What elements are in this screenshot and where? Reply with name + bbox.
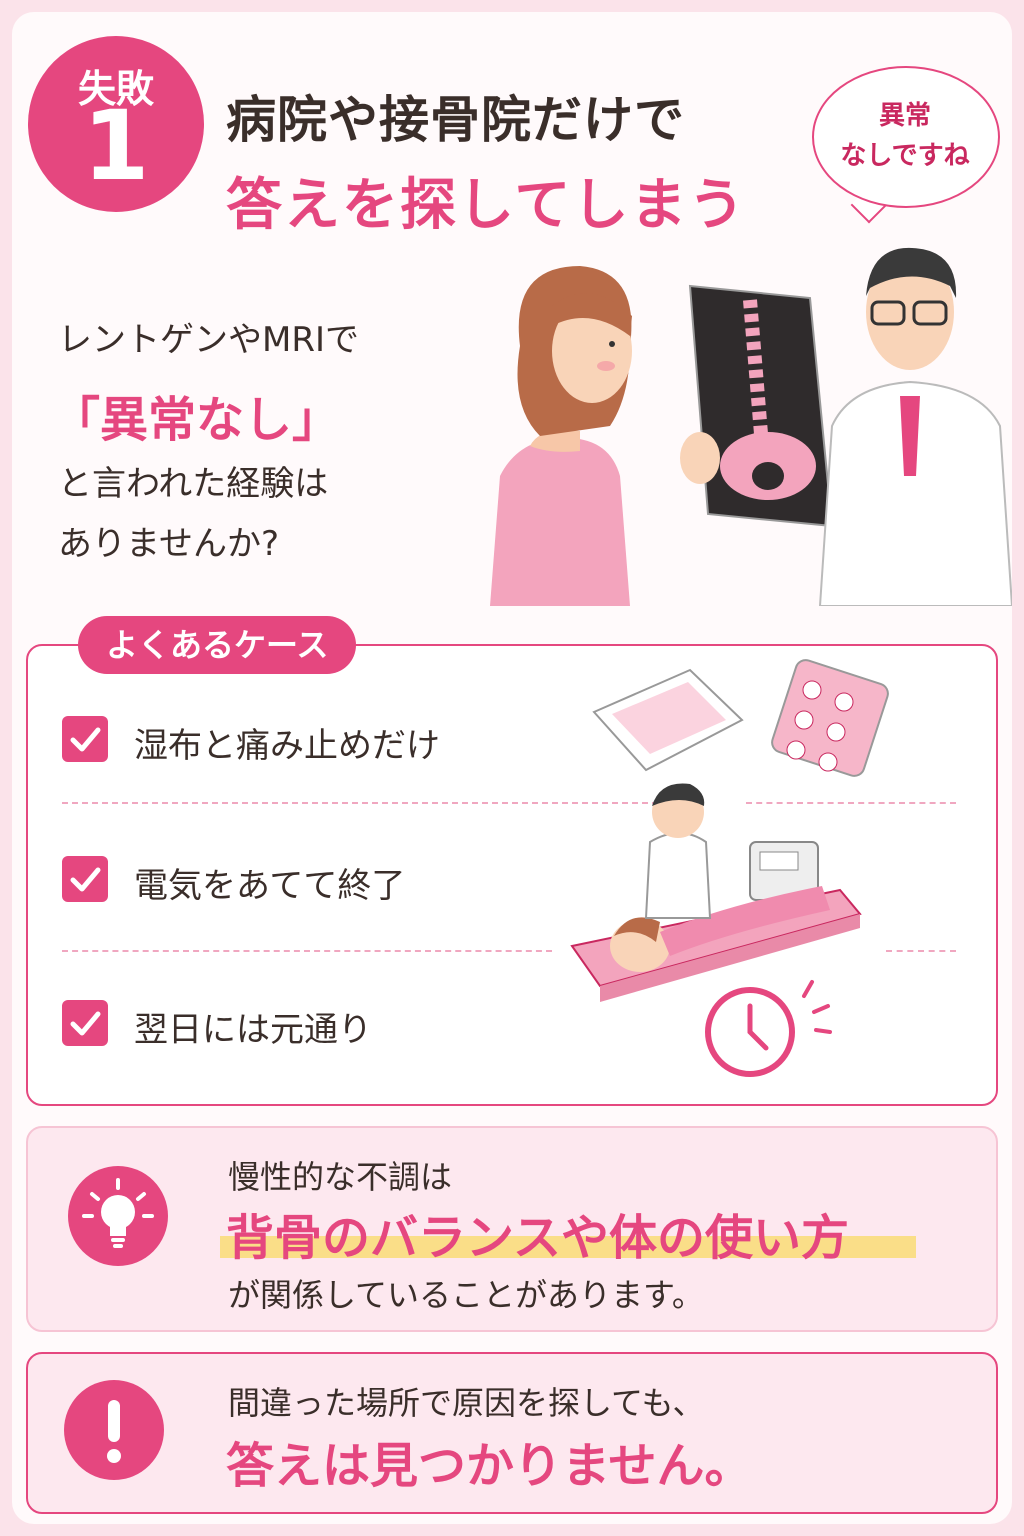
divider-2 bbox=[62, 950, 552, 952]
case-item-3: 翌日には元通り bbox=[134, 1010, 372, 1050]
intro-line3: と言われた経験は bbox=[58, 464, 329, 504]
divider-2b bbox=[886, 950, 956, 952]
pill-pack-icon bbox=[771, 659, 889, 777]
compress-patch-icon bbox=[592, 668, 744, 772]
info-line2: 背骨のバランスや体の使い方 bbox=[226, 1210, 850, 1266]
divider-1b bbox=[746, 802, 956, 804]
common-cases-label: よくあるケース bbox=[78, 616, 357, 674]
checkbox-icon bbox=[62, 1000, 108, 1046]
case-item-1: 湿布と痛み止めだけ bbox=[134, 726, 440, 766]
info-line3: が関係していることがあります。 bbox=[228, 1276, 704, 1314]
xray-film bbox=[688, 284, 834, 528]
speech-bubble bbox=[812, 66, 1000, 208]
badge-number: 1 bbox=[82, 90, 150, 202]
failure-badge: 失敗 1 bbox=[28, 36, 204, 212]
checkbox-icon bbox=[62, 856, 108, 902]
exclamation-icon bbox=[64, 1380, 164, 1480]
patient-figure bbox=[490, 266, 632, 606]
title-line2: 答えを探してしまう bbox=[226, 173, 747, 238]
intro-line1: レントゲンやMRIで bbox=[58, 320, 359, 360]
therapy-bed-scene bbox=[570, 783, 862, 1002]
intro-line2: 「異常なし」 bbox=[52, 392, 341, 448]
clock-icon bbox=[705, 980, 832, 1077]
treatment-illustration bbox=[570, 659, 889, 1077]
badge-word: 失敗 bbox=[77, 67, 154, 111]
lightbulb-icon bbox=[68, 1166, 168, 1266]
warning-line2: 答えは見つかりません。 bbox=[226, 1438, 753, 1494]
intro-line4: ありませんか? bbox=[58, 524, 280, 564]
doctor-xray-illustration bbox=[490, 247, 1012, 606]
speech-bubble-line1: 異常 bbox=[878, 101, 931, 131]
warning-box bbox=[26, 1352, 998, 1514]
info-box bbox=[26, 1126, 998, 1332]
case-item-2: 電気をあてて終了 bbox=[134, 866, 406, 906]
doctor-figure bbox=[680, 247, 1012, 606]
warning-line1: 間違った場所で原因を探しても、 bbox=[228, 1384, 705, 1422]
speech-bubble-line2: なしですね bbox=[840, 141, 970, 171]
title-line1: 病院や接骨院だけで bbox=[226, 91, 685, 149]
info-line1: 慢性的な不調は bbox=[228, 1158, 453, 1196]
divider-1 bbox=[62, 802, 658, 804]
checkbox-icon bbox=[62, 716, 108, 762]
text-highlight bbox=[220, 1236, 916, 1258]
speech-bubble-text: 異常 なしですね bbox=[812, 96, 998, 176]
